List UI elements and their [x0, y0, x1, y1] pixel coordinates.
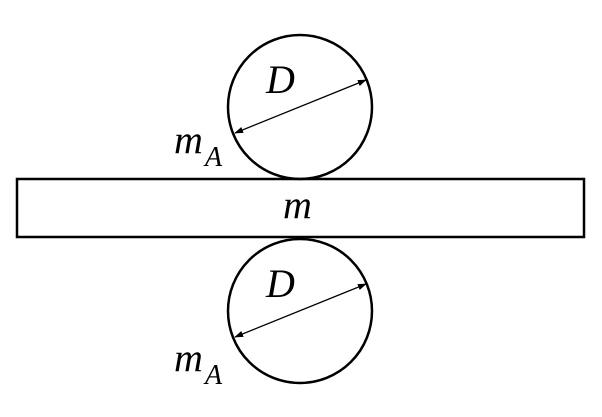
bottom-diameter-arrow [234, 283, 367, 338]
bottom-diameter-label: D [265, 261, 295, 306]
plate-mass-label: m [283, 182, 312, 227]
top-mass-subscript: A [203, 142, 223, 173]
bottom-mass-label: m [174, 335, 203, 380]
plate: m [15, 177, 586, 239]
top-roller: D m A [174, 33, 374, 181]
bottom-roller-circle [226, 237, 374, 385]
top-mass-label: m [174, 117, 203, 162]
top-diameter-label: D [265, 57, 295, 102]
top-diameter-arrow [234, 79, 367, 134]
plate-rectangle [15, 177, 586, 239]
bottom-mass-subscript: A [203, 360, 223, 391]
bottom-roller: D m A [174, 237, 374, 391]
